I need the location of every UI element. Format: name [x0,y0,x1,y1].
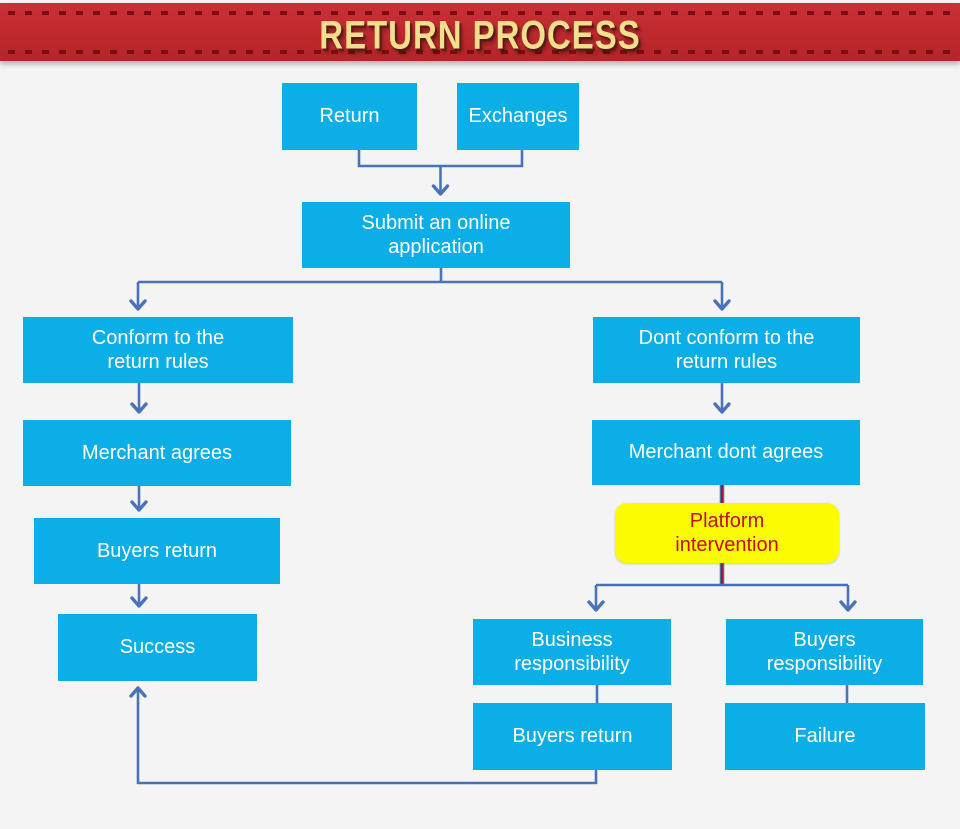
node-merchant-dont-agrees: Merchant dont agrees [592,420,860,485]
node-platform-intervention: Platform intervention [615,503,839,563]
node-merchant-agrees: Merchant agrees [23,420,291,486]
node-failure: Failure [725,703,925,770]
banner-stitch-bottom [8,50,952,54]
node-conform-rules: Conform to the return rules [23,317,293,383]
banner-stitch-top [8,11,952,15]
node-return: Return [282,83,417,150]
node-buyers-return-right: Buyers return [473,703,672,770]
node-business-responsibility: Business responsibility [473,619,671,685]
node-exchanges: Exchanges [457,83,579,150]
node-buyers-return-left: Buyers return [34,518,280,584]
node-buyers-responsibility: Buyers responsibility [726,619,923,685]
page-title: RETURN PROCESS [319,13,641,58]
node-success: Success [58,614,257,681]
node-dont-conform-rules: Dont conform to the return rules [593,317,860,383]
title-banner: RETURN PROCESS [0,3,960,61]
node-submit-application: Submit an online application [302,202,570,268]
